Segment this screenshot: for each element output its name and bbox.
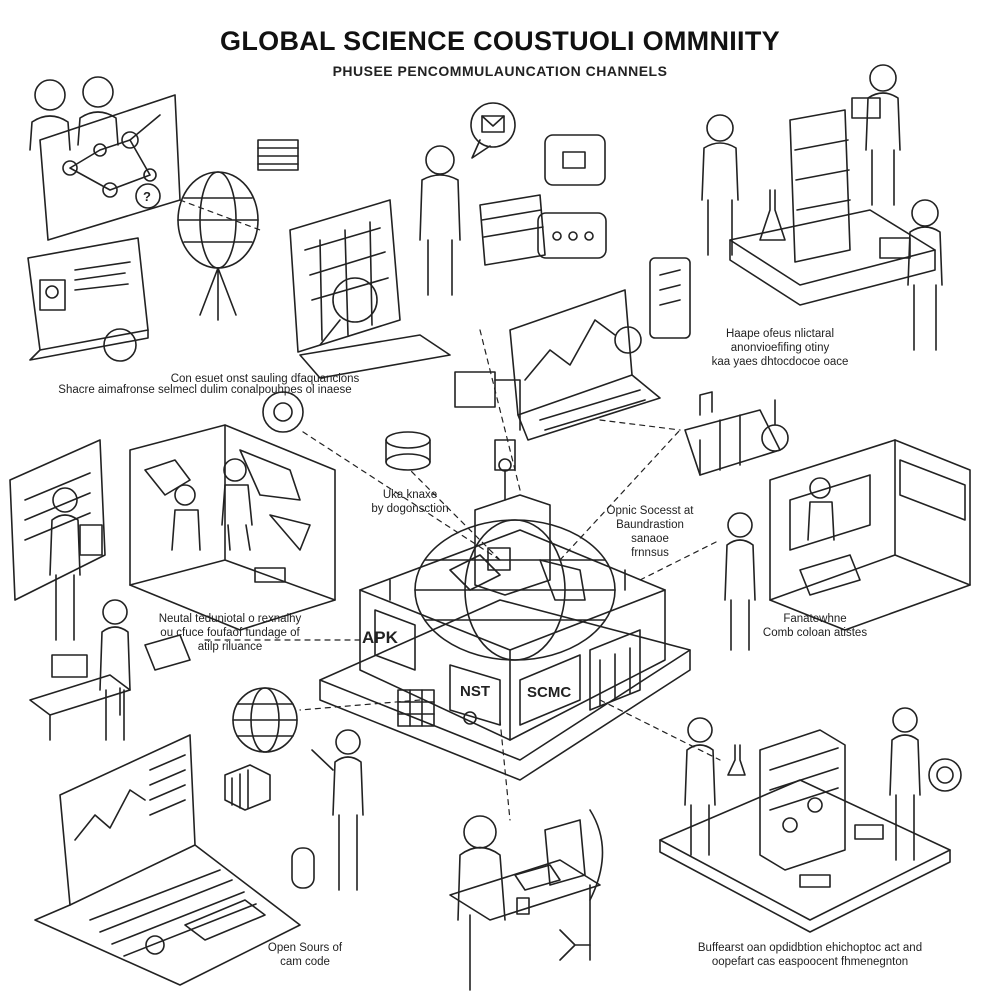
scientist-figure-icon [724, 512, 756, 651]
scientist-figure-icon [221, 458, 253, 551]
caption-open-science: Opnic Socesst at Baundrastion sanaoe frn… [606, 505, 694, 559]
scientist-figure-icon [29, 79, 71, 151]
network-globe-scene [224, 687, 364, 891]
caption-collaboration: Fanatewhne Comb coloan atistes [762, 613, 868, 639]
data-chart-icon [385, 431, 431, 471]
magnifier-icon [614, 326, 642, 354]
scientist-figure-icon [701, 114, 739, 256]
presentation-board-icon [39, 94, 181, 241]
scientist-figure-icon [684, 717, 716, 856]
caption-partnerships: Buffearst oan opdidbtion ehichoptoc act … [697, 942, 923, 968]
scientist-figure-icon [99, 599, 131, 741]
video-call-laptop-scene [27, 237, 149, 362]
chat-bubble-icon [470, 102, 516, 159]
scientist-figure-icon [171, 484, 201, 551]
map-board-scene [289, 199, 451, 379]
globe-icon [177, 171, 259, 269]
magnifier-icon [319, 277, 378, 346]
partnership-platform-scene [659, 707, 962, 933]
caption-shared-science: Shacre aimafronse selmecl dulim conalpou… [58, 384, 352, 396]
svg-text:?: ? [143, 189, 151, 204]
globe-icon [232, 687, 298, 753]
caption-communication-channels: Con esuet onst sauling dfaquancions [170, 373, 360, 385]
globe-tripod-scene [177, 139, 299, 321]
chat-bubble-icon [544, 134, 606, 186]
caption-neutral-technical: Neutal teduniotal o rexnalhy ou cfuce fo… [158, 613, 302, 653]
microscope-icon [544, 809, 604, 901]
scientist-figure-icon [49, 487, 103, 641]
world-map-icon [144, 449, 311, 551]
top-left-collaboration-scene: ? [29, 76, 181, 241]
infographic-title: GLOBAL SCIENCE COUSTUOLI OMMNIITY [220, 26, 780, 56]
world-map-room-scene [129, 391, 336, 631]
webcam-icon [262, 391, 304, 433]
data-chart-icon [74, 754, 186, 841]
scientist-figure-icon [851, 64, 901, 206]
scientist-figure-icon [77, 76, 119, 146]
caption-open-source: Open Sours of cam code [267, 942, 343, 968]
globe-hub-icon [414, 519, 616, 661]
central-hub-scene: APK NST SCMC [319, 439, 691, 781]
researcher-desk-scene [449, 809, 604, 991]
connector-lines [179, 199, 721, 821]
remote-work-room-scene [724, 439, 971, 651]
lab-bench-scene [684, 391, 789, 476]
data-tower-scene [701, 64, 943, 351]
device-scene [385, 371, 521, 471]
scientist-figure-icon [419, 145, 461, 296]
server-rack-icon [479, 194, 546, 266]
laboratory-flask-icon [727, 744, 746, 776]
scientist-figure-icon [889, 707, 921, 861]
server-rack-icon [224, 764, 271, 811]
code-laptop-scene [34, 734, 315, 986]
caption-research-data: Haape ofeus nlictaral anonvioefifing oti… [711, 328, 849, 368]
caption-knowledge: Uka knaxe by dogonsction [371, 489, 449, 515]
question-bubble-icon: ? [135, 183, 161, 209]
laboratory-flask-icon [759, 189, 786, 241]
laboratory-flask-icon [761, 399, 789, 452]
scientist-figure-icon [879, 199, 943, 351]
desk-workstation-scene [29, 599, 191, 741]
tower-icon [474, 439, 551, 596]
scientist-figure-icon [457, 815, 506, 921]
gauge-icon [928, 758, 962, 792]
analytics-laptop-scene [509, 257, 691, 441]
messaging-scene [419, 102, 607, 296]
flag-icon [257, 139, 299, 171]
sign-nst: NST [460, 683, 490, 700]
chat-bubble-icon [537, 212, 607, 259]
envelope-icon [481, 115, 505, 133]
data-chart-icon [649, 257, 691, 339]
scientist-figure-icon [807, 477, 835, 541]
server-rack-icon [397, 689, 435, 727]
infographic-subtitle: PHUSEE PENCOMMULAUNCATION CHANNELS [332, 63, 668, 79]
presenter-scene [9, 439, 106, 641]
sign-scmc: SCMC [527, 684, 571, 701]
scientist-figure-icon [311, 729, 364, 891]
microscope-icon [699, 391, 713, 416]
sign-apk: APK [362, 628, 399, 647]
